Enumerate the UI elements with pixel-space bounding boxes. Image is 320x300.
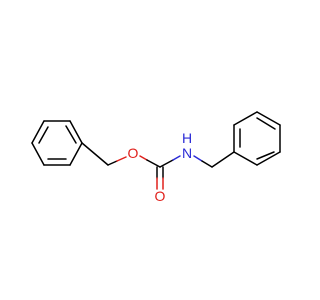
bond xyxy=(256,111,281,126)
bond-layer xyxy=(31,111,281,190)
bond xyxy=(139,155,148,161)
bond xyxy=(107,160,118,166)
bond xyxy=(69,142,83,166)
bond xyxy=(256,151,275,160)
bond xyxy=(233,151,258,166)
bond xyxy=(31,142,45,166)
oxygen-carbonyl-label: O xyxy=(155,188,166,204)
bond xyxy=(31,120,45,144)
bond xyxy=(159,159,174,168)
bond xyxy=(38,126,49,144)
bond xyxy=(211,151,235,168)
atom-labels: O O N H xyxy=(128,130,193,204)
bond xyxy=(193,155,203,162)
bond xyxy=(116,156,127,162)
bond xyxy=(69,120,83,144)
bond xyxy=(146,159,161,168)
bond xyxy=(65,125,77,144)
nitrogen-amide-label: N xyxy=(182,145,192,161)
molecule-diagram: O O N H xyxy=(31,111,281,204)
bond xyxy=(256,151,281,166)
hydrogen-amide-label: H xyxy=(182,130,192,146)
bond xyxy=(172,155,181,161)
bond xyxy=(233,111,258,126)
oxygen-ether-label: O xyxy=(128,145,139,161)
bond xyxy=(81,142,109,166)
bond xyxy=(256,117,276,130)
bond xyxy=(201,160,213,168)
